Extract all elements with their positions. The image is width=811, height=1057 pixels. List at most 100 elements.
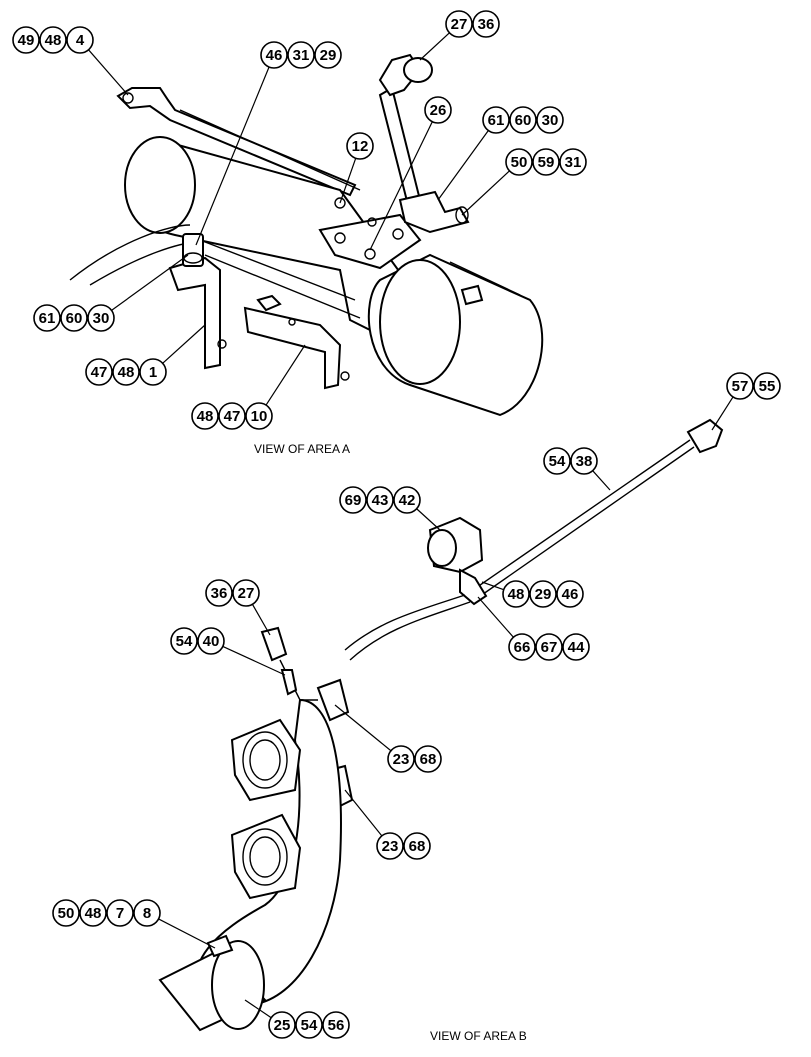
- callout-number: 46: [266, 47, 283, 64]
- leader-line: [88, 49, 129, 96]
- leader-line: [461, 170, 510, 216]
- callout-circle: [376, 832, 404, 860]
- callout-number: 69: [345, 492, 362, 509]
- callout-circle: [393, 486, 421, 514]
- callout-number: 55: [759, 378, 776, 395]
- callout-number: 57: [732, 378, 749, 395]
- leader-line: [339, 158, 357, 204]
- callout-circle: [346, 132, 374, 160]
- callout-group: 49 48 4: [12, 26, 94, 54]
- callout-circle: [535, 633, 563, 661]
- callout-circle: [205, 579, 233, 607]
- callout-circle: [562, 633, 590, 661]
- callout-number: 68: [409, 838, 426, 855]
- callout-number: 36: [478, 16, 495, 33]
- area-a-assembly: [69, 53, 544, 417]
- callout-number: 1: [149, 364, 157, 381]
- callout-number: 67: [541, 639, 558, 656]
- callout-number: 10: [251, 408, 268, 425]
- callout-circle: [505, 148, 533, 176]
- callout-circle: [79, 899, 107, 927]
- area-b-assembly: [158, 418, 724, 1032]
- callout-circle: [403, 832, 431, 860]
- callout-number: 8: [143, 905, 151, 922]
- callout-circle: [52, 899, 80, 927]
- callout-number: 48: [197, 408, 214, 425]
- callout-circle: [191, 402, 219, 430]
- callout-number: 7: [116, 905, 124, 922]
- callout-circle: [268, 1011, 296, 1039]
- callout-circle: [414, 745, 442, 773]
- callout-circle: [509, 106, 537, 134]
- leader-line: [244, 999, 272, 1019]
- callout-circle: [387, 745, 415, 773]
- callout-number: 46: [562, 586, 579, 603]
- callout-number: 38: [576, 453, 593, 470]
- callout-circle: [536, 106, 564, 134]
- leader-line: [265, 344, 306, 406]
- callout-circle: [322, 1011, 350, 1039]
- callout-number: 60: [515, 112, 532, 129]
- callout-circle: [39, 26, 67, 54]
- callout-circle: [133, 899, 161, 927]
- callout-group: 26: [424, 96, 452, 124]
- callout-number: 31: [565, 154, 582, 171]
- callout-circle: [112, 358, 140, 386]
- callout-circle: [295, 1011, 323, 1039]
- callout-number: 26: [430, 102, 447, 119]
- callout-circle: [753, 372, 781, 400]
- callout-circle: [508, 633, 536, 661]
- callout-group: 12: [346, 132, 374, 160]
- view-label-area-a: VIEW OF AREA A: [254, 442, 350, 456]
- callout-number: 27: [238, 585, 255, 602]
- callout-number: 48: [45, 32, 62, 49]
- callout-number: 40: [203, 633, 220, 650]
- callout-circle: [218, 402, 246, 430]
- leader-line: [592, 470, 611, 491]
- callout-number: 56: [328, 1017, 345, 1034]
- callout-circle: [339, 486, 367, 514]
- callout-circle: [445, 10, 473, 38]
- callout-circle: [472, 10, 500, 38]
- callout-circle: [314, 41, 342, 69]
- callout-number: 27: [451, 16, 468, 33]
- callout-number: 61: [488, 112, 505, 129]
- callout-circle: [532, 148, 560, 176]
- callout-circle: [556, 580, 584, 608]
- callout-circle: [559, 148, 587, 176]
- callout-circle: [106, 899, 134, 927]
- leader-line: [481, 581, 504, 591]
- leader-line: [111, 254, 189, 311]
- callout-circle: [482, 106, 510, 134]
- callout-circle: [260, 41, 288, 69]
- callout-circle: [197, 627, 225, 655]
- callout-number: 31: [293, 47, 310, 64]
- callout-number: 48: [85, 905, 102, 922]
- callout-number: 43: [372, 492, 389, 509]
- callout-circle: [85, 358, 113, 386]
- callout-circle: [232, 579, 260, 607]
- callout-number: 25: [274, 1017, 291, 1034]
- callout-circle: [726, 372, 754, 400]
- leader-line: [369, 121, 433, 251]
- callout-circle: [287, 41, 315, 69]
- callout-circle: [366, 486, 394, 514]
- callout-number: 59: [538, 154, 555, 171]
- callout-number: 49: [18, 32, 35, 49]
- view-label-area-b: VIEW OF AREA B: [430, 1029, 527, 1043]
- callout-number: 47: [91, 364, 108, 381]
- leader-line: [222, 645, 286, 676]
- leader-line: [419, 32, 450, 61]
- callout-number: 4: [76, 32, 85, 49]
- callout-circle: [12, 26, 40, 54]
